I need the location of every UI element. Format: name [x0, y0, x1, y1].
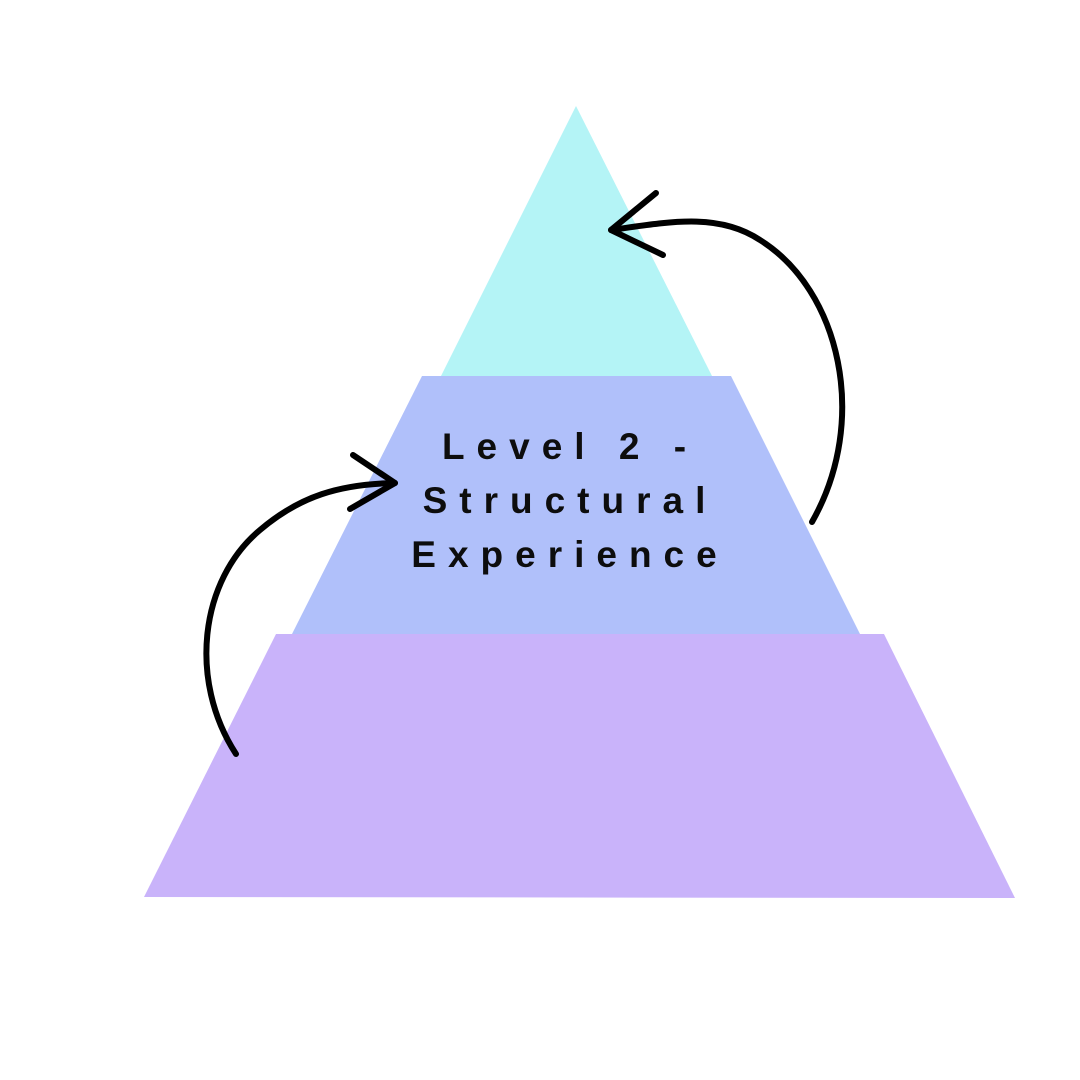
cycle-arrow-left: [203, 452, 398, 757]
cycle-arrow-left-head: [347, 452, 398, 512]
cycle-arrow-right-curve: [608, 218, 846, 525]
pyramid-tier-middle: [292, 376, 860, 634]
pyramid-tier-bottom: [144, 634, 1015, 898]
cycle-arrow-right: [608, 190, 846, 525]
tier-label-level-2: Level 2 - Structural Experience: [411, 426, 729, 575]
cycle-arrow-right-head: [608, 190, 666, 258]
cycle-arrow-left-curve: [203, 480, 398, 757]
pyramid-tier-top: [441, 106, 712, 376]
